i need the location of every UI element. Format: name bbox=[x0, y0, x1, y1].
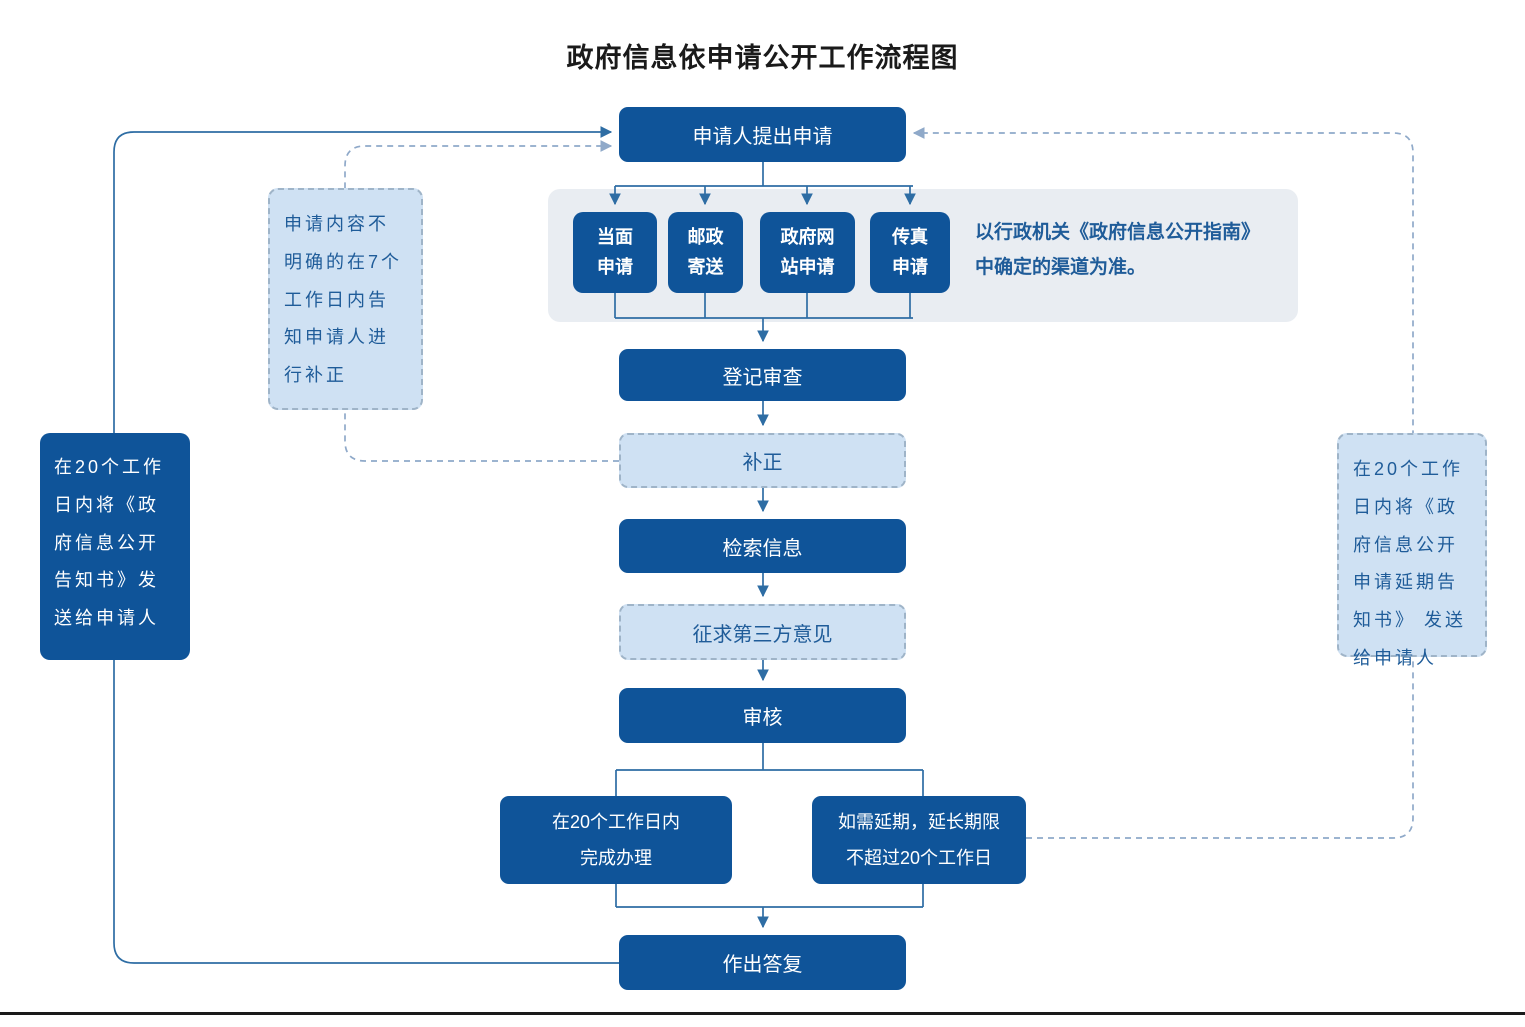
node-third-party-opinion: 征求第三方意见 bbox=[619, 604, 906, 660]
node-supplement: 补正 bbox=[619, 433, 906, 488]
node-channel-website: 政府网 站申请 bbox=[760, 212, 855, 293]
node-channel-in-person: 当面 申请 bbox=[573, 212, 657, 293]
channels-note: 以行政机关《政府信息公开指南》 中确定的渠道为准。 bbox=[975, 222, 1261, 279]
note-disclosure-notice: 在20个工作 日内将《政 府信息公开 告知书》发 送给申请人 bbox=[40, 433, 190, 660]
node-channel-fax: 传真 申请 bbox=[870, 212, 950, 293]
node-register-review: 登记审查 bbox=[619, 349, 906, 401]
node-extension: 如需延期，延长期限 不超过20个工作日 bbox=[812, 796, 1026, 884]
node-retrieve-info: 检索信息 bbox=[619, 519, 906, 573]
note-extension-notice: 在20个工作 日内将《政 府信息公开 申请延期告 知书》 发送 给申请人 bbox=[1337, 433, 1487, 668]
page-title: 政府信息依申请公开工作流程图 bbox=[566, 43, 959, 73]
node-review: 审核 bbox=[619, 688, 906, 743]
note-supplement-within-7-days: 申请内容不 明确的在7个 工作日内告 知申请人进 行补正 bbox=[268, 188, 423, 410]
node-make-reply: 作出答复 bbox=[619, 935, 906, 990]
node-complete-within-20-days: 在20个工作日内 完成办理 bbox=[500, 796, 732, 884]
node-channel-postal: 邮政 寄送 bbox=[668, 212, 743, 293]
node-applicant-submit: 申请人提出申请 bbox=[619, 107, 906, 162]
bottom-rule bbox=[0, 1012, 1525, 1015]
